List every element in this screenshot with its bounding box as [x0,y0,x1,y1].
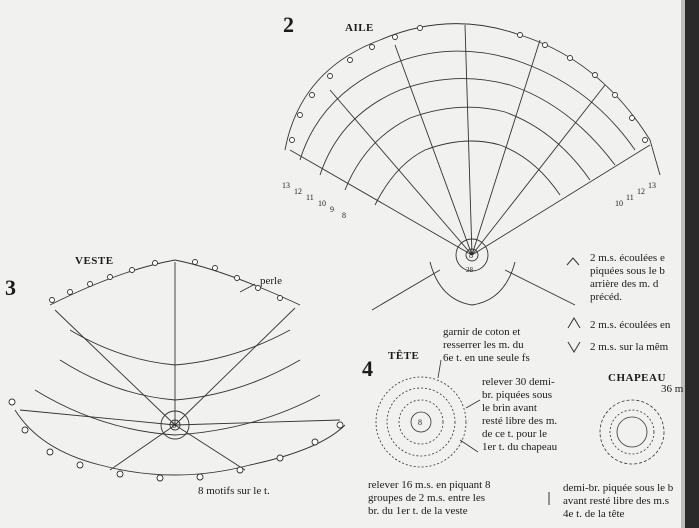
tete-diagram [375,359,481,468]
veste-outer-edge [14,409,346,476]
aile-diagram [284,23,661,311]
tete-center-mark: 8 [418,418,422,427]
aile-row-number-left: 13 [282,181,290,190]
legend-text-2: 2 m.s. écoulées en [590,319,671,331]
aile-center-mark-28: 28 [466,266,474,274]
legend-text-3: 2 m.s. sur la mêm [590,341,669,353]
aile-outer-edge [284,23,661,176]
aile-inner-arc-1 [299,50,636,161]
title-tete: TÊTE [388,350,420,362]
aile-inner-arc-2 [319,78,616,176]
page-shadow [681,0,685,528]
aile-inner-arc-3 [344,106,591,191]
veste-arc-1 [34,389,321,436]
veste-picots [8,259,344,482]
aile-row-number-left: 8 [342,211,346,220]
aile-inner-arc-4 [374,140,561,206]
diagram-number-aile: 2 [283,12,294,37]
veste-spokes [19,262,341,471]
aile-lower-petals [429,261,516,306]
label-motifs: 8 motifs sur le t. [198,485,270,497]
aile-center-inner [465,248,479,262]
aile-row-number-right: 13 [648,181,656,190]
veste-arc-3 [69,329,291,366]
label-chapeau-36: 36 m [661,383,684,395]
aile-row-number-left: 11 [306,193,314,202]
veste-center-inner [169,419,181,431]
diagram-number-tete: 4 [362,356,373,381]
aile-row-number-right: 12 [637,187,645,196]
note-demi-br: demi-br. piquée sous le b avant resté li… [563,482,674,520]
aile-row-number-right: 11 [626,193,634,202]
note-relever-30: relever 30 demi- br. piquées sous le bri… [482,376,558,453]
aile-row-number-left: 10 [318,199,326,208]
veste-arc-2 [59,359,301,401]
title-aile: AILE [345,22,374,34]
aile-row-number-right: 10 [615,199,623,208]
title-veste: VESTE [75,255,114,267]
aile-row-number-left: 9 [330,205,334,214]
chapeau-diagram [599,399,665,465]
legend-text-1: 2 m.s. écoulées e piquées sous le b arri… [590,252,665,303]
aile-center-mark: 8 [469,251,473,260]
label-perle: perle [260,275,282,287]
aile-row-number-left: 12 [294,187,302,196]
note-garnir: garnir de coton et resserrer les m. du 6… [443,326,530,364]
veste-diagram [8,259,346,482]
veste-center-mark: 8 [172,421,176,430]
aile-center-ring [455,238,489,272]
page-edge [685,0,699,528]
legend-symbols [548,257,581,505]
aile-spokes [289,24,651,256]
veste-center-ring [160,410,190,440]
diagram-number-veste: 3 [5,275,16,300]
title-chapeau: CHAPEAU [608,372,666,384]
aile-picots [289,25,648,143]
perle-pointer [239,283,256,293]
note-relever-16: relever 16 m.s. en piquant 8 groupes de … [368,479,491,517]
